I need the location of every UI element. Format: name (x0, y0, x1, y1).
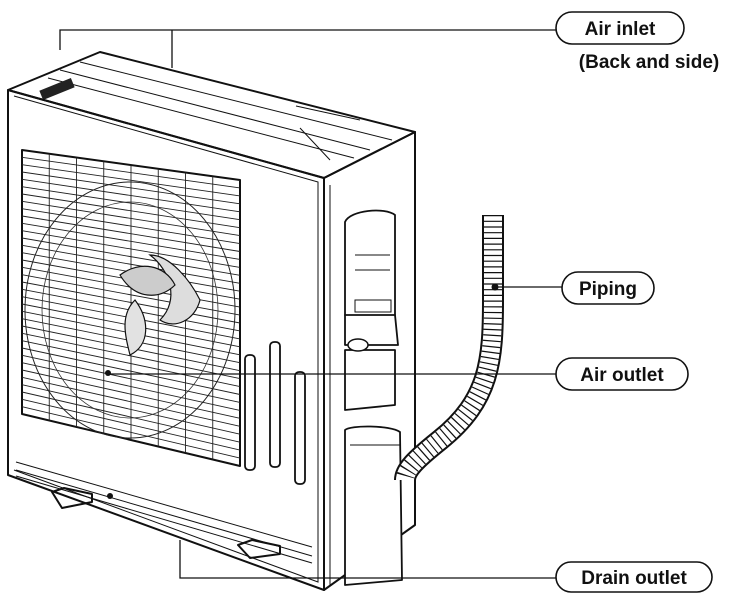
drain-outlet-text: Drain outlet (581, 568, 687, 589)
air-inlet-note-text: (Back and side) (579, 52, 719, 73)
pipe-hose-icon (394, 215, 504, 482)
label-piping: Piping (561, 271, 655, 305)
label-air-outlet: Air outlet (555, 357, 689, 391)
mounting-foot-left (51, 487, 93, 509)
fan-grille (21, 149, 241, 467)
label-drain-outlet: Drain outlet (555, 561, 713, 593)
air-outlet-text: Air outlet (580, 365, 664, 386)
mounting-foot-right (237, 539, 281, 559)
leader-lines (59, 29, 570, 579)
service-valve-cover (344, 209, 403, 586)
outdoor-unit-icon (7, 51, 416, 591)
air-inlet-text: Air inlet (585, 19, 656, 40)
front-louvres (244, 341, 306, 485)
label-air-inlet: Air inlet (555, 11, 685, 45)
piping-text: Piping (579, 279, 637, 300)
